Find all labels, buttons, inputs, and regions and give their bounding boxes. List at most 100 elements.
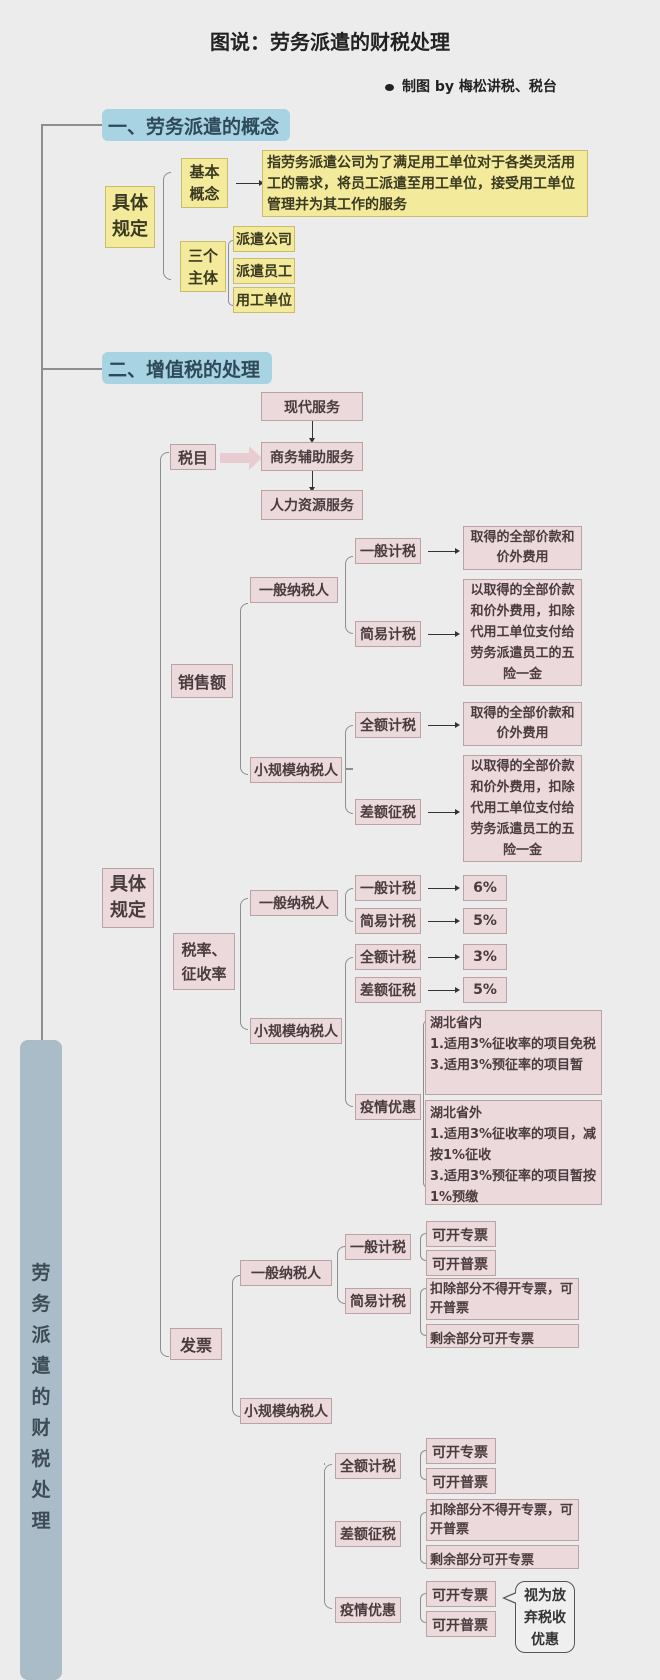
covid-hubei-inside[interactable]: 湖北省内 1.适用3%征收率的项目免税 3.适用3%预征率的项目暂 (425, 1010, 602, 1095)
node-definition[interactable]: 指劳务派遣公司为了满足用工单位对于各类灵活用工的需求，将员工派遣至用工单位，接受… (262, 150, 588, 217)
brace (345, 957, 353, 1107)
invoice-item[interactable]: 可开普票 (426, 1611, 496, 1637)
method-full[interactable]: 全额计税 (335, 1453, 401, 1479)
arrow (428, 548, 460, 554)
root-label: 劳务派遣的财税处理 (20, 1258, 62, 1537)
chain-item[interactable]: 商务辅助服务 (261, 442, 363, 471)
node-small-taxpayer[interactable]: 小规模纳税人 (250, 1018, 342, 1044)
invoice-item[interactable]: 可开专票 (426, 1221, 496, 1247)
subject-item[interactable]: 派遣公司 (233, 226, 295, 252)
node-basic-concept[interactable]: 基本 概念 (181, 158, 228, 208)
root-node[interactable] (20, 1040, 62, 1680)
branch-line (41, 368, 103, 370)
invoice-item[interactable]: 扣除部分不得开专票，可开普票 (426, 1278, 579, 1320)
brace (420, 1288, 426, 1336)
brace (345, 725, 353, 814)
result-box[interactable]: 以取得的全部价款和价外费用，扣除代用工单位支付给劳务派遣员工的五险一金 (463, 579, 582, 686)
brace (420, 1512, 426, 1564)
callout-note: 视为放弃税收优惠 (502, 1581, 575, 1653)
brace (163, 172, 171, 280)
brace (228, 240, 233, 306)
method-covid[interactable]: 疫情优惠 (355, 1094, 421, 1120)
trunk-line (41, 124, 43, 1042)
arrow (428, 918, 460, 924)
root-label-char: 税 (31, 1448, 51, 1470)
result-box[interactable]: 取得的全部价款和价外费用 (463, 702, 582, 746)
result-box[interactable]: 以取得的全部价款和价外费用，扣除代用工单位支付给劳务派遣员工的五险一金 (463, 755, 582, 862)
brace (240, 603, 248, 775)
node-small-taxpayer[interactable]: 小规模纳税人 (250, 757, 342, 783)
rate-box[interactable]: 3% (463, 944, 507, 970)
subject-item[interactable]: 用工单位 (233, 287, 295, 313)
rate-box[interactable]: 5% (463, 908, 507, 934)
method-full[interactable]: 全额计税 (355, 944, 421, 970)
credit: 制图 by 梅松讲税、税台 (385, 76, 557, 96)
method-diff[interactable]: 差额征税 (355, 799, 421, 825)
node-general-taxpayer[interactable]: 一般纳税人 (250, 890, 338, 916)
node-specific-rules[interactable]: 具体 规定 (105, 186, 155, 248)
subject-item[interactable]: 派遣员工 (233, 258, 295, 284)
brace (240, 898, 248, 1030)
covid-hubei-outside[interactable]: 湖北省外 1.适用3%征收率的项目，减按1%征收 3.适用3%预征率的项目暂按1… (425, 1100, 602, 1205)
node-invoice[interactable]: 发票 (170, 1328, 222, 1360)
node-small-taxpayer[interactable]: 小规模纳税人 (240, 1398, 332, 1424)
arrow (428, 987, 460, 993)
node-three-subjects[interactable]: 三个 主体 (180, 241, 226, 292)
result-box[interactable]: 取得的全部价款和价外费用 (463, 526, 582, 570)
node-sales[interactable]: 销售额 (171, 664, 233, 698)
invoice-item[interactable]: 剩余部分可开专票 (426, 1545, 579, 1569)
method-diff[interactable]: 差额征税 (335, 1521, 401, 1547)
invoice-item[interactable]: 可开专票 (426, 1581, 496, 1607)
arrow (428, 809, 460, 815)
root-label-char: 理 (31, 1510, 51, 1532)
section-2-heading[interactable]: 二、增值税的处理 (102, 352, 272, 384)
brace (345, 888, 353, 922)
arrow (236, 180, 264, 186)
root-label-char: 处 (31, 1479, 51, 1501)
method-diff[interactable]: 差额征税 (355, 977, 421, 1003)
node-general-taxpayer[interactable]: 一般纳税人 (250, 577, 338, 603)
method-simple[interactable]: 简易计税 (345, 1288, 411, 1314)
arrow (309, 471, 315, 492)
node-rates[interactable]: 税率、 征收率 (173, 933, 235, 990)
page-title: 图说：劳务派遣的财税处理 (210, 30, 450, 54)
credit-text: 制图 by 梅松讲税、税台 (402, 79, 557, 95)
rate-box[interactable]: 6% (463, 875, 507, 901)
chain-item[interactable]: 人力资源服务 (261, 490, 363, 520)
root-label-char: 遣 (31, 1355, 51, 1377)
arrow (428, 885, 460, 891)
invoice-item[interactable]: 扣除部分不得开专票，可开普票 (426, 1499, 579, 1541)
root-label-char: 务 (31, 1293, 51, 1315)
arrow (428, 954, 460, 960)
root-label-char: 财 (31, 1417, 51, 1439)
brace (420, 1593, 426, 1623)
brace (232, 1275, 240, 1417)
brace (324, 1463, 325, 1465)
method-full[interactable]: 全额计税 (355, 712, 421, 738)
brace (420, 1450, 426, 1480)
brace (337, 1246, 345, 1304)
invoice-item[interactable]: 可开普票 (426, 1250, 496, 1276)
node-tax-item[interactable]: 税目 (170, 444, 216, 470)
method-general[interactable]: 一般计税 (355, 875, 421, 901)
method-general[interactable]: 一般计税 (355, 538, 421, 564)
method-simple[interactable]: 简易计税 (355, 908, 421, 934)
arrow (428, 631, 460, 637)
brace (420, 1233, 426, 1261)
root-label-char: 的 (31, 1386, 51, 1408)
arrow (428, 722, 460, 728)
invoice-item[interactable]: 剩余部分可开专票 (426, 1324, 579, 1348)
arrow (309, 421, 315, 443)
method-general[interactable]: 一般计税 (345, 1234, 411, 1260)
node-general-taxpayer[interactable]: 一般纳税人 (240, 1260, 332, 1286)
section-1-heading[interactable]: 一、劳务派遣的概念 (102, 109, 290, 141)
method-simple[interactable]: 简易计税 (355, 621, 421, 647)
invoice-item[interactable]: 可开普票 (426, 1468, 496, 1494)
chain-item[interactable]: 现代服务 (261, 392, 363, 421)
rate-box[interactable]: 5% (463, 977, 507, 1003)
invoice-item[interactable]: 可开专票 (426, 1438, 496, 1464)
brace (324, 1464, 332, 1609)
method-covid[interactable]: 疫情优惠 (335, 1597, 401, 1623)
node-specific-rules-2[interactable]: 具体 规定 (102, 868, 154, 928)
bullet-icon (385, 83, 394, 91)
